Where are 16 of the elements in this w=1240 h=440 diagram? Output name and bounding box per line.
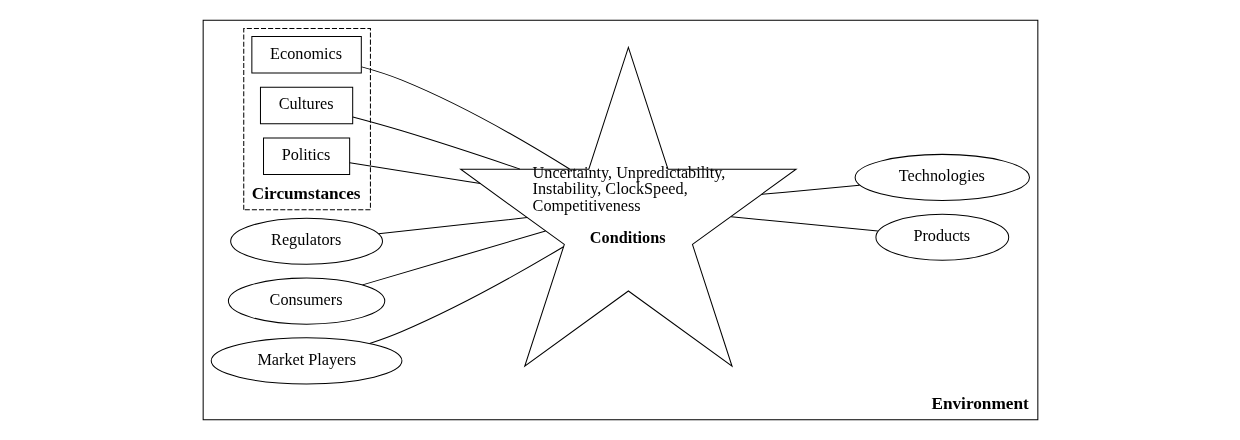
connector (351, 116, 520, 170)
connector (730, 216, 878, 232)
connector (368, 246, 564, 344)
node-ellipse: Consumers (227, 277, 385, 325)
node-ellipse: Regulators (229, 217, 383, 265)
node-box: Cultures (259, 86, 353, 125)
node-box: Politics (262, 137, 350, 175)
connector (377, 217, 528, 235)
connector (760, 184, 860, 195)
connector (360, 66, 570, 170)
node-ellipse: Products (874, 213, 1009, 261)
node-ellipse: Technologies (854, 153, 1030, 201)
connector (348, 162, 481, 185)
node-box: Economics (250, 36, 362, 74)
connector (361, 230, 546, 286)
node-ellipse: Market Players (210, 337, 402, 385)
